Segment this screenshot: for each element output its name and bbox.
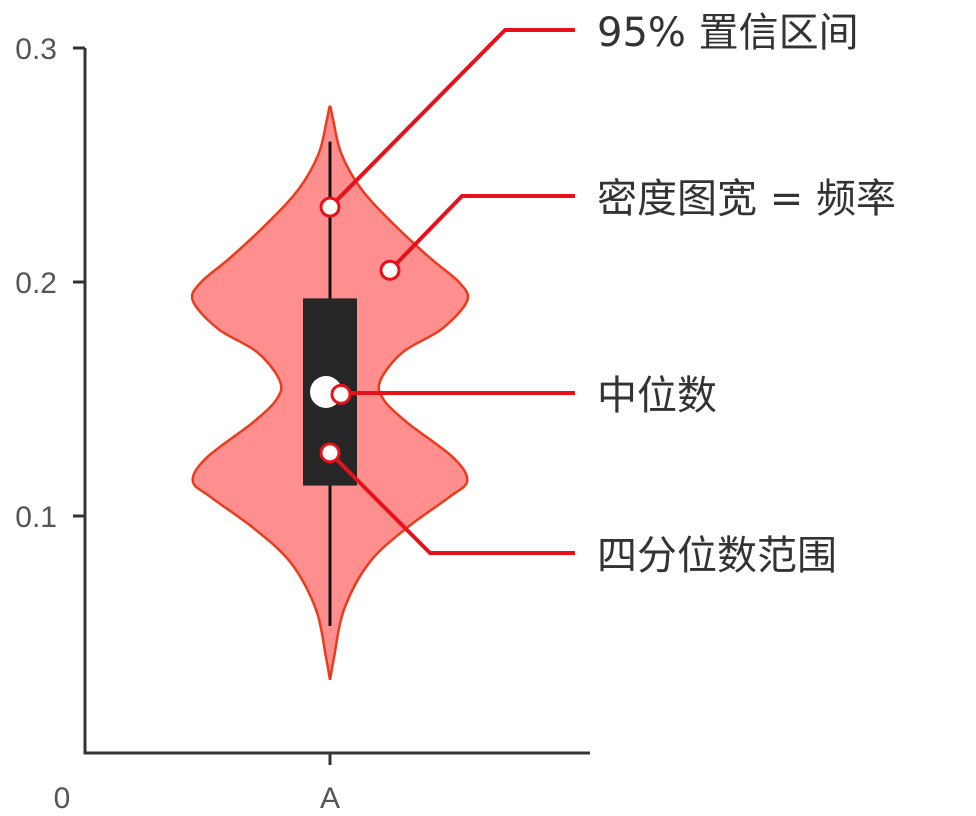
y-tick-label: 0.3	[15, 33, 57, 66]
x-tick-label: A	[320, 782, 340, 815]
interquartile-range-label: 四分位数范围	[597, 533, 837, 579]
interquartile-range-marker	[319, 442, 341, 464]
y-tick-label: 0.2	[15, 267, 57, 300]
x-axis: A 0	[54, 751, 590, 815]
confidence-interval-marker	[319, 196, 341, 218]
density-width-leader-line	[388, 194, 575, 272]
y-axis: 0.1 0.2 0.3	[15, 33, 87, 753]
origin-label: 0	[54, 782, 71, 815]
y-tick-label: 0.1	[15, 501, 57, 534]
confidence-interval-leader-line	[328, 28, 575, 209]
density-width-marker	[379, 259, 401, 281]
median-marker	[330, 383, 352, 405]
confidence-interval-label: 95% 置信区间	[597, 10, 859, 56]
median-leader-line	[339, 391, 575, 395]
interquartile-range-leader-line	[328, 451, 575, 555]
density-width-label: 密度图宽 = 频率	[597, 176, 896, 222]
median-label: 中位数	[597, 373, 717, 419]
